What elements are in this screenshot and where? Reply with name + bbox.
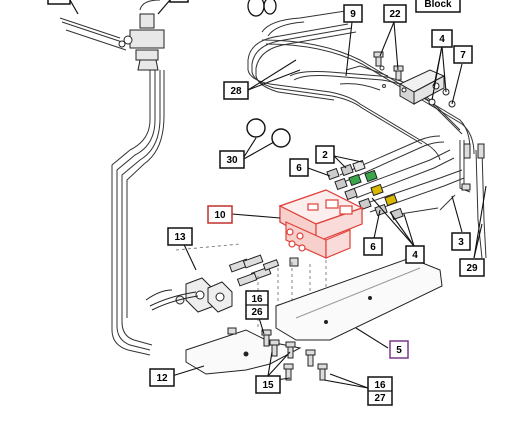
- o-rings-30: [246, 118, 291, 148]
- callout-29: 29: [459, 258, 485, 277]
- small-plate-12: [185, 329, 302, 375]
- callout-block-label: Block: [424, 0, 452, 10]
- callout-9: 9: [343, 4, 363, 23]
- callout-7: 7: [453, 45, 473, 64]
- callout-5-label: 5: [396, 345, 402, 356]
- mounting-plate-5: [275, 257, 443, 341]
- callout-3-label: 3: [458, 237, 464, 248]
- callout-12-label: 12: [156, 373, 168, 384]
- callout-5: 5: [389, 340, 409, 359]
- callout-13-label: 13: [174, 232, 186, 243]
- right-end-fittings: [461, 143, 485, 191]
- callout-26-label: 26: [251, 307, 263, 318]
- callout-28-label: 28: [230, 86, 242, 97]
- callout-30: 30: [219, 150, 245, 169]
- bolts-lower: [227, 327, 328, 381]
- hose-lines: [59, 0, 487, 356]
- callout-16-27: 16 27: [367, 376, 393, 406]
- callout-block: Block: [415, 0, 461, 13]
- callout-16-top-label: 16: [251, 294, 263, 305]
- top-rings: [247, 0, 277, 17]
- callout-7-label: 7: [460, 50, 466, 61]
- callout-10: 10: [207, 205, 233, 224]
- block-left-fittings: [228, 254, 299, 287]
- callout-10-label: 10: [214, 210, 226, 221]
- callout-6-bottom-label: 6: [370, 242, 376, 253]
- callout-9-label: 9: [350, 9, 356, 20]
- callout-22-label: 22: [389, 9, 401, 20]
- callout-4-top: 4: [431, 29, 453, 48]
- callout-16-26: 16 26: [245, 290, 269, 320]
- callout-15-label: 15: [262, 380, 274, 391]
- callout-29-label: 29: [466, 263, 478, 274]
- callout-4-top-label: 4: [439, 34, 445, 45]
- fittings-2: [326, 159, 404, 221]
- callout-6-bottom: 6: [363, 237, 383, 256]
- callout-30-label: 30: [226, 155, 238, 166]
- valve-block-highlighted: [278, 189, 364, 259]
- hose-bracket: [339, 65, 389, 91]
- callout-28: 28: [223, 81, 249, 100]
- callout-16-bottom-label: 16: [374, 380, 386, 391]
- upper-fitting: [118, 13, 165, 71]
- partial-callout-top-left: [47, 0, 189, 15]
- callout-12: 12: [149, 368, 175, 387]
- callout-6-top: 6: [289, 158, 309, 177]
- callout-27-label: 27: [374, 393, 386, 404]
- callout-22: 22: [383, 4, 407, 23]
- callout-3: 3: [451, 232, 471, 251]
- bolts-22: [373, 51, 404, 81]
- callout-13: 13: [167, 227, 193, 246]
- callout-6-top-label: 6: [296, 163, 302, 174]
- upper-manifold-block: [398, 69, 456, 108]
- callout-2-label: 2: [322, 150, 328, 161]
- callout-15: 15: [255, 375, 281, 394]
- callout-4-bottom: 4: [405, 245, 425, 264]
- flange-plates: [145, 277, 233, 313]
- callout-2: 2: [315, 145, 335, 164]
- callout-4-bottom-label: 4: [412, 250, 418, 261]
